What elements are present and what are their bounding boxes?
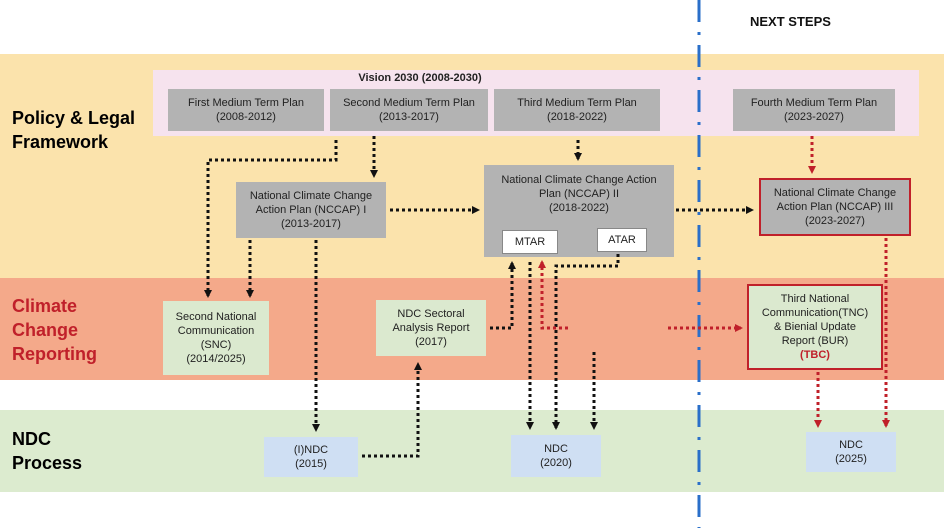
ndc-sectoral-years: (2017) — [415, 336, 447, 348]
mtp4-years: (2023-2027) — [784, 111, 844, 123]
atar-label: ATAR — [608, 234, 636, 246]
ndc-band — [0, 410, 944, 492]
atar-box: ATAR — [597, 228, 647, 252]
mtp1-years: (2008-2012) — [216, 111, 276, 123]
ndc-2025-years: (2025) — [835, 453, 867, 465]
nccap-i-line2: Action Plan (NCCAP) I — [255, 204, 367, 216]
arrow-atar-ndc2020 — [552, 254, 620, 430]
second-medium-term-plan: Second Medium Term Plan (2013-2017) — [330, 89, 488, 131]
i-ndc-years: (2015) — [295, 458, 327, 470]
fourth-medium-term-plan: Fourth Medium Term Plan (2023-2027) — [733, 89, 895, 131]
nccap-i-years: (2013-2017) — [281, 218, 341, 230]
ndc-2025-box: NDC (2025) — [806, 432, 896, 472]
ndc-band-label: NDC Process — [12, 429, 83, 473]
nccap-iii-years: (2023-2027) — [805, 215, 865, 227]
i-ndc-name: (I)NDC — [293, 444, 329, 456]
mtp4-name: Fourth Medium Term Plan — [750, 97, 878, 109]
mtp2-years: (2013-2017) — [379, 111, 439, 123]
tnc-box: Third National Communication(TNC) & Bien… — [747, 284, 883, 370]
ndc-2020-box: NDC (2020) — [511, 435, 601, 477]
mtar-label: MTAR — [514, 236, 546, 248]
mtp3-name: Third Medium Term Plan — [517, 97, 637, 109]
ndc-sectoral-box: NDC Sectoral Analysis Report (2017) — [376, 300, 486, 356]
arrow-sectoral-nccap2 — [490, 261, 516, 330]
nccap-ii-years: (2018-2022) — [549, 202, 609, 214]
arrow-indc-sectoral — [362, 362, 422, 458]
ndc-2020-name: NDC — [544, 443, 568, 455]
first-medium-term-plan: First Medium Term Plan (2008-2012) — [168, 89, 324, 131]
mtp3-years: (2018-2022) — [547, 111, 607, 123]
tnc-line2: Communication(TNC) — [761, 307, 869, 319]
mtar-box: MTAR — [502, 230, 558, 254]
nccap-ii-line2: Plan (NCCAP) II — [538, 188, 620, 200]
nccap-ii-line1: National Climate Change Action — [501, 174, 657, 186]
ndc-2025-name: NDC — [839, 439, 863, 451]
reporting-band-label: Climate Change Reporting — [12, 296, 97, 364]
tnc-tbc: (TBC) — [800, 349, 830, 361]
mtp1-name: First Medium Term Plan — [188, 97, 304, 109]
ndc-sectoral-line1: NDC Sectoral — [397, 308, 465, 320]
policy-band-label: Policy & Legal Framework — [12, 108, 136, 152]
snc-line1: Second National — [175, 311, 257, 323]
mtp2-name: Second Medium Term Plan — [343, 97, 475, 109]
nccap-iii-box: National Climate Change Action Plan (NCC… — [759, 178, 911, 236]
nccap-iii-line2: Action Plan (NCCAP) III — [776, 201, 894, 213]
arrow-mtp-snc — [204, 140, 338, 298]
ndc-sectoral-line2: Analysis Report — [392, 322, 470, 334]
snc-years: (2014/2025) — [186, 353, 246, 365]
tnc-line1: Third National — [780, 293, 850, 305]
third-medium-term-plan: Third Medium Term Plan (2018-2022) — [494, 89, 660, 131]
snc-box: Second National Communication (SNC) (201… — [163, 301, 269, 375]
arrow-red-to-mtar — [538, 260, 568, 330]
i-ndc-box: (I)NDC (2015) — [264, 437, 358, 477]
nccap-i-box: National Climate Change Action Plan (NCC… — [236, 182, 386, 238]
next-steps-title: NEXT STEPS — [750, 14, 831, 29]
snc-line2: Communication — [177, 325, 255, 337]
snc-line3: (SNC) — [200, 339, 232, 351]
tnc-line3: & Bienial Update — [774, 321, 856, 333]
nccap-iii-line1: National Climate Change — [773, 187, 897, 199]
ndc-2020-years: (2020) — [540, 457, 572, 469]
vision-title: Vision 2030 (2008-2030) — [358, 72, 482, 84]
tnc-line4: Report (BUR) — [781, 335, 849, 347]
nccap-i-line1: National Climate Change — [249, 190, 373, 202]
